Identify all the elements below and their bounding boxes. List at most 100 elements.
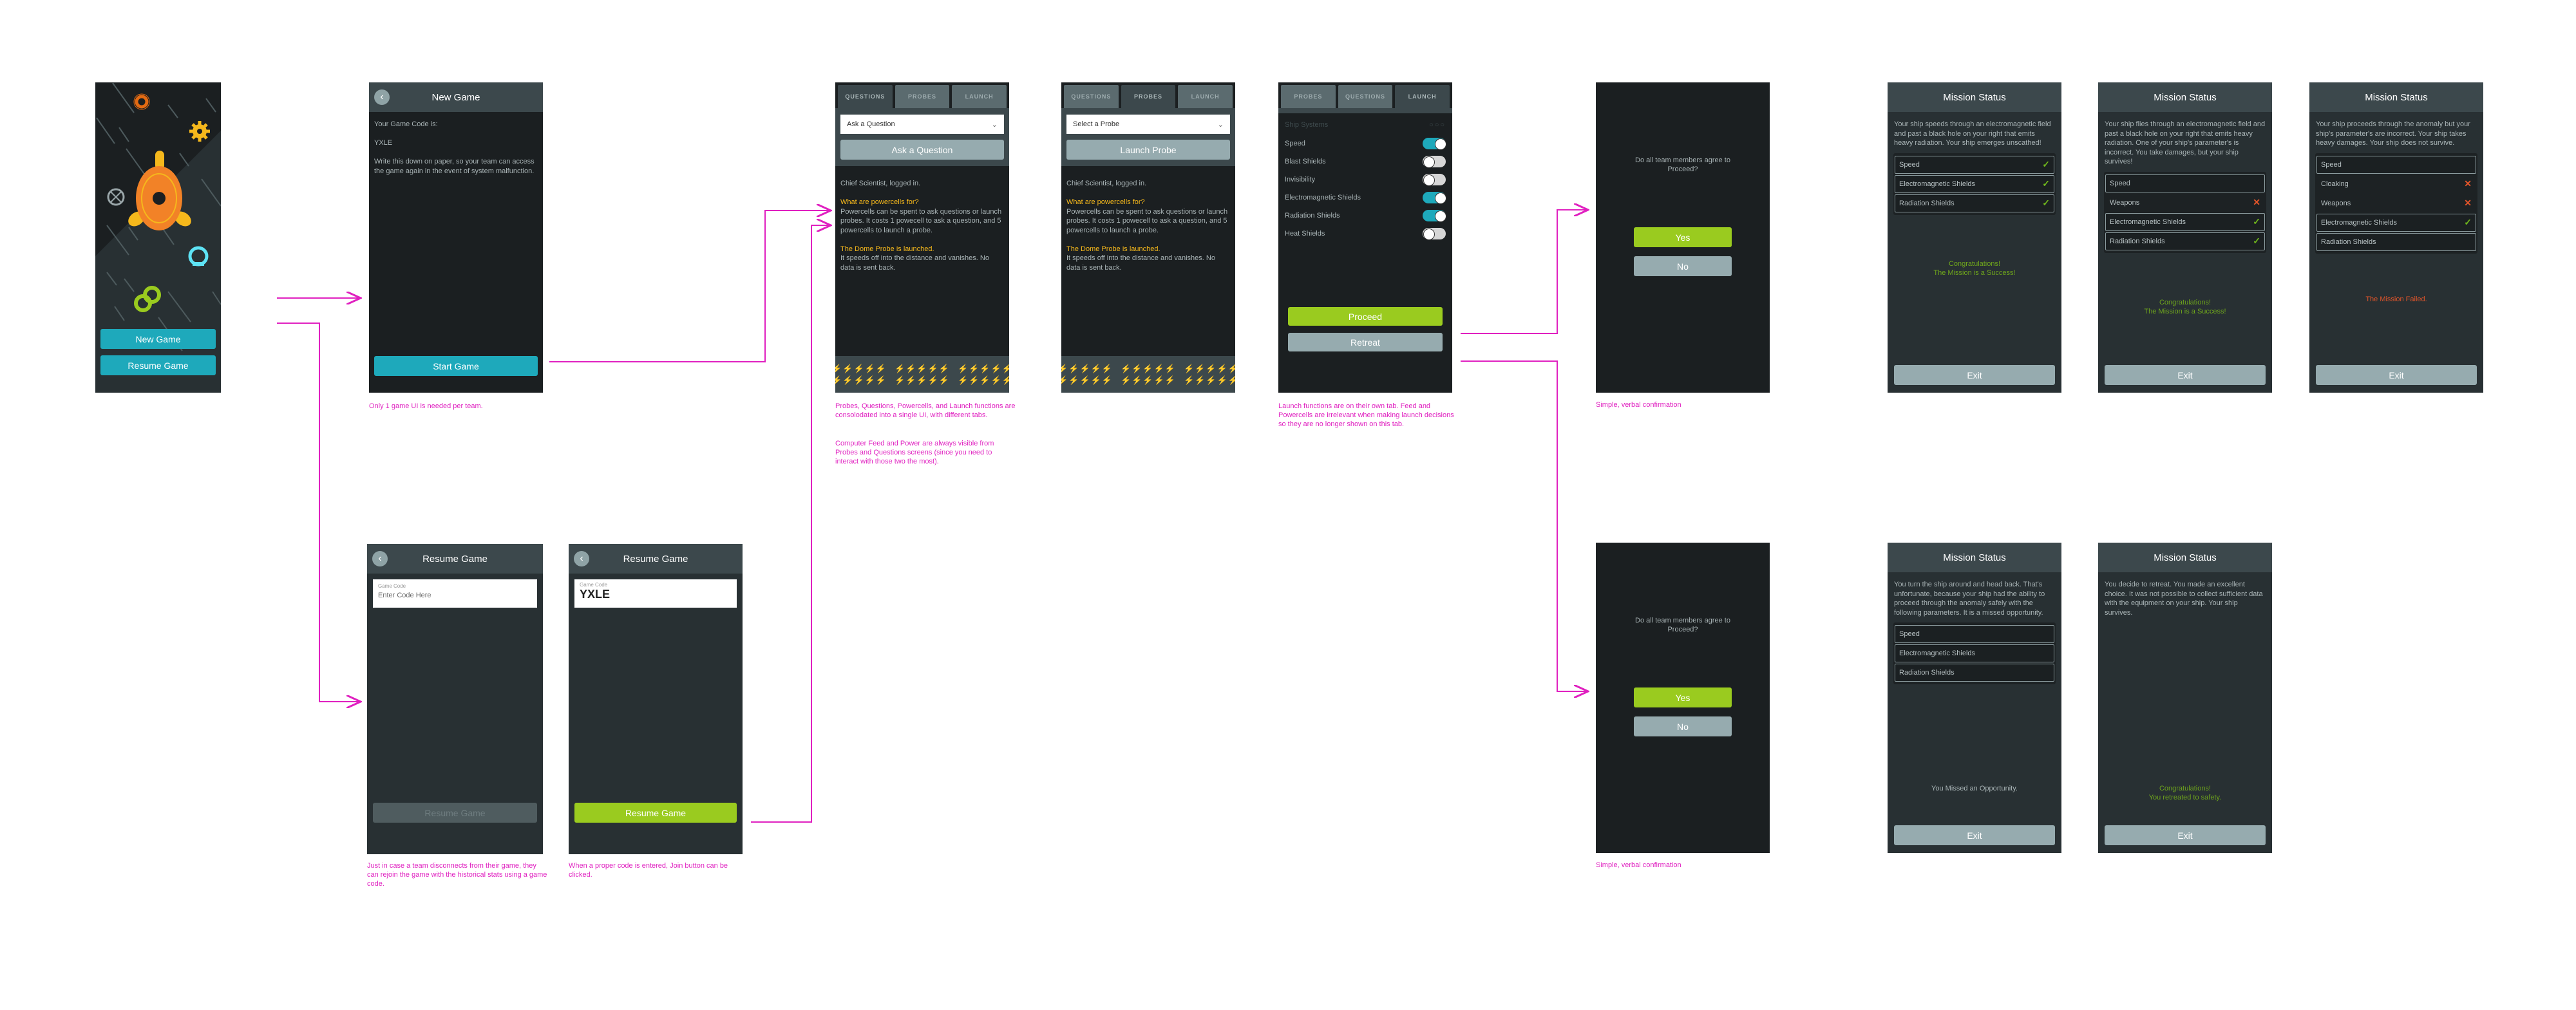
- tab-questions[interactable]: QUESTIONS: [1064, 85, 1119, 108]
- resume-game-button[interactable]: Resume Game: [574, 803, 737, 823]
- tab-launch[interactable]: LAUNCH: [952, 85, 1007, 108]
- parameter-label: Weapons: [2321, 199, 2351, 207]
- parameter-item: Cloaking✕: [2316, 175, 2476, 193]
- section-label: Ship Systems: [1285, 121, 1329, 129]
- powercell-group: ⚡⚡⚡⚡⚡: [895, 363, 950, 373]
- toggle-switch[interactable]: [1423, 228, 1446, 240]
- proceed-button[interactable]: Proceed: [1288, 307, 1443, 326]
- action-button[interactable]: Launch Probe: [1066, 140, 1230, 160]
- mission-description: You turn the ship around and head back. …: [1894, 581, 2045, 617]
- toggle-label: Heat Shields: [1285, 230, 1325, 238]
- parameter-label: Speed: [1899, 160, 1920, 169]
- tab-questions[interactable]: QUESTIONS: [1338, 85, 1393, 108]
- back-icon[interactable]: ‹: [372, 551, 388, 566]
- exit-button[interactable]: Exit: [2105, 825, 2266, 845]
- tab-probes[interactable]: PROBES: [1121, 85, 1176, 108]
- annotation: Only 1 game UI is needed per team.: [369, 402, 483, 410]
- annotation: Simple, verbal confirmation: [1596, 401, 1681, 409]
- chevron-down-icon: ⌄: [1217, 120, 1224, 129]
- powercell-group: ⚡⚡⚡⚡⚡: [1061, 363, 1113, 373]
- screen-title: Resume Game: [422, 553, 488, 565]
- arrow-resume-to-tabs: [751, 225, 831, 823]
- feed-event-title: The Dome Probe is launched.: [840, 245, 934, 253]
- parameter-label: Radiation Shields: [2110, 237, 2165, 245]
- back-icon[interactable]: ‹: [574, 551, 589, 566]
- feed-q-body: Powercells can be spent to ask questions…: [1066, 207, 1228, 234]
- tab-launch[interactable]: LAUNCH: [1178, 85, 1233, 108]
- parameter-label: Speed: [1899, 630, 1920, 638]
- arrow-retreat-to-confirm: [1461, 360, 1588, 691]
- mission-description: Your ship speeds through an electromagne…: [1894, 120, 2051, 147]
- parameter-item: Radiation Shields✓: [1895, 194, 2054, 212]
- system-toggle-row: Heat Shields: [1278, 225, 1452, 243]
- retreat-button[interactable]: Retreat: [1288, 333, 1443, 351]
- select-dropdown[interactable]: Ask a Question⌄: [840, 115, 1004, 134]
- powercell-group: ⚡⚡⚡⚡⚡: [1183, 375, 1235, 385]
- powercell-group: ⚡⚡⚡⚡⚡: [1121, 363, 1176, 373]
- select-dropdown[interactable]: Select a Probe ⌄: [1066, 115, 1230, 134]
- parameter-label: Electromagnetic Shields: [1899, 180, 1976, 188]
- feed-login: Chief Scientist, logged in.: [1066, 180, 1147, 187]
- check-icon: ✓: [2253, 236, 2260, 246]
- screen-title: Mission Status: [1943, 552, 2006, 563]
- powercell-group: ⚡⚡⚡⚡⚡: [835, 375, 887, 385]
- dropdown-value: Select a Probe: [1073, 120, 1120, 128]
- powercells-bar: ⚡⚡⚡⚡⚡⚡⚡⚡⚡⚡⚡⚡⚡⚡⚡⚡⚡⚡⚡⚡⚡⚡⚡⚡⚡⚡⚡⚡⚡⚡: [1061, 356, 1235, 393]
- mission-result: The Mission Failed.: [2365, 295, 2427, 303]
- parameter-item: Speed✓: [1895, 155, 2054, 174]
- field-label: Game Code: [580, 582, 608, 588]
- no-button[interactable]: No: [1634, 716, 1732, 736]
- screen-title: Resume Game: [623, 553, 688, 565]
- header: Mission Status: [2098, 82, 2272, 112]
- resume-game-button-disabled[interactable]: Resume Game: [373, 803, 537, 823]
- mission-description: Your ship proceeds through the anomaly b…: [2316, 120, 2470, 147]
- parameter-item: Electromagnetic Shields✓: [1895, 174, 2054, 193]
- tab-questions[interactable]: QUESTIONS: [838, 85, 893, 108]
- toggle-switch[interactable]: [1423, 156, 1446, 168]
- system-toggle-row: Radiation Shields: [1278, 207, 1452, 225]
- no-button[interactable]: No: [1634, 256, 1732, 276]
- system-toggle-row: Blast Shields: [1278, 153, 1452, 171]
- exit-button[interactable]: Exit: [1894, 825, 2055, 845]
- mission-result: You Missed an Opportunity.: [1931, 785, 2018, 792]
- back-icon[interactable]: ‹: [374, 89, 390, 105]
- annotation: Probes, Questions, Powercells, and Launc…: [835, 402, 1016, 419]
- exit-button[interactable]: Exit: [2105, 365, 2266, 385]
- toggle-label: Speed: [1285, 140, 1305, 147]
- annotation: Launch functions are on their own tab. F…: [1278, 402, 1454, 428]
- game-code-field[interactable]: Game Code YXLE: [574, 579, 737, 608]
- confirm-question: Do all team members agree to Proceed?: [1635, 617, 1730, 633]
- toggle-switch[interactable]: [1423, 174, 1446, 186]
- field-label: Game Code: [378, 583, 406, 589]
- parameter-list: Speed✓Electromagnetic Shields✓Radiation …: [1893, 153, 2056, 215]
- yes-button[interactable]: Yes: [1634, 227, 1732, 247]
- parameter-item: Speed: [2105, 174, 2265, 192]
- annotation: When a proper code is entered, Join butt…: [569, 862, 728, 879]
- toggle-switch[interactable]: [1423, 192, 1446, 204]
- yes-button[interactable]: Yes: [1634, 687, 1732, 707]
- game-code-field[interactable]: Game Code Enter Code Here: [373, 579, 537, 608]
- tab-probes[interactable]: PROBES: [895, 85, 950, 108]
- system-toggle-row: Speed: [1278, 135, 1452, 153]
- arrow-to-resume-game: [277, 323, 361, 702]
- new-game-button[interactable]: New Game: [100, 329, 216, 349]
- tab-launch[interactable]: LAUNCH: [1395, 85, 1450, 108]
- tab-probes[interactable]: PROBES: [1281, 85, 1336, 108]
- start-game-button[interactable]: Start Game: [374, 356, 538, 376]
- header: ‹ Resume Game: [569, 544, 743, 574]
- toggle-switch[interactable]: [1423, 210, 1446, 222]
- feed-login: Chief Scientist, logged in.: [840, 180, 921, 187]
- action-button[interactable]: Ask a Question: [840, 140, 1004, 160]
- code-label: Your Game Code is:: [374, 120, 438, 128]
- exit-button[interactable]: Exit: [2316, 365, 2477, 385]
- parameter-item: Electromagnetic Shields✓: [2316, 213, 2476, 232]
- exit-button[interactable]: Exit: [1894, 365, 2055, 385]
- resume-game-button[interactable]: Resume Game: [100, 355, 216, 375]
- toggle-switch[interactable]: [1423, 138, 1446, 150]
- computer-feed: Chief Scientist, logged in.What are powe…: [840, 179, 1004, 272]
